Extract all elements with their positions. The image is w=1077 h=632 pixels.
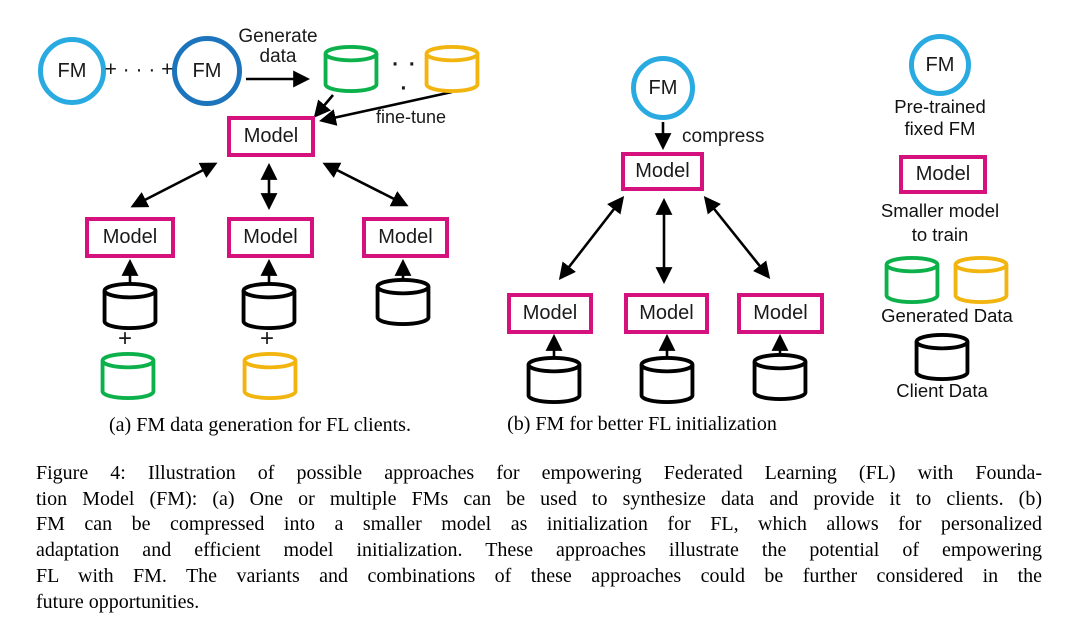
model-box-client-a2: Model — [227, 217, 314, 258]
client-data-cylinder-a3 — [375, 278, 431, 326]
model-box-server-b: Model — [621, 152, 704, 191]
figure-caption-line: future opportunities. — [36, 590, 200, 613]
legend-model-description-line2: to train — [911, 224, 969, 245]
figure-caption-line: adaptation and efficient model initializ… — [36, 539, 1042, 562]
legend-model-box: Model — [899, 155, 987, 194]
green-data-to-model-arrow — [313, 94, 334, 118]
compress-label: compress — [682, 126, 765, 147]
generated-data-cylinder-yellow-client — [242, 352, 298, 400]
plus-sign-client-a2: + — [259, 325, 274, 352]
server-client-link-a-left — [130, 162, 218, 208]
server-client-link-b-right — [703, 196, 771, 279]
fm-circle-b: FM — [631, 56, 695, 120]
legend-model-description-line1: Smaller model — [880, 200, 1000, 221]
legend-generated-data-label: Generated Data — [881, 305, 1013, 326]
panel-a-caption: (a) FM data generation for FL clients. — [109, 414, 411, 436]
fine-tune-label: fine-tune — [375, 107, 447, 127]
legend-fm-circle: FM — [909, 34, 971, 96]
legend-client-data-label: Client Data — [896, 380, 988, 401]
client-data-cylinder-b3 — [752, 353, 808, 401]
generate-data-label-line1: Generate — [238, 26, 318, 47]
client-data-cylinder-a1 — [102, 282, 158, 330]
client-data-cylinder-a2 — [241, 282, 297, 330]
server-client-link-a-right — [322, 162, 409, 207]
model-box-client-a1: Model — [85, 217, 175, 258]
generated-data-cylinder-yellow-a — [424, 45, 480, 93]
server-client-link-b-left — [558, 195, 625, 281]
cylinder-ellipsis: · · · — [392, 53, 418, 100]
generated-data-cylinder-green-client — [100, 352, 156, 400]
legend-green-cylinder — [884, 256, 940, 304]
model-box-client-b3: Model — [737, 293, 824, 334]
legend-black-cylinder — [914, 333, 970, 381]
plus-sign-client-a1: + — [117, 325, 132, 352]
figure-caption-line: FL with FM. The variants and combination… — [36, 564, 1042, 587]
generated-data-cylinder-green-a — [323, 45, 379, 93]
model-box-server-a: Model — [227, 116, 315, 157]
fine-tune-arrow — [319, 90, 453, 126]
diagram-graphics-layer — [100, 45, 1009, 404]
model-box-client-b2: Model — [624, 293, 709, 334]
generate-data-label-line2: data — [259, 46, 297, 67]
fm-circle-2: FM — [172, 36, 242, 106]
model-box-client-a3: Model — [362, 217, 449, 258]
legend-fm-description-line2: fixed FM — [904, 118, 976, 139]
panel-b-caption: (b) FM for better FL initialization — [507, 413, 777, 435]
figure-caption-line: FM can be compressed into a smaller mode… — [36, 513, 1042, 536]
model-box-client-b1: Model — [507, 293, 593, 334]
legend-fm-description-line1: Pre-trained — [894, 96, 986, 117]
fm-ensemble-plus-dots: + · · · + — [104, 58, 174, 81]
client-data-cylinder-b2 — [639, 356, 695, 404]
legend-model-description: Smaller model to train — [870, 199, 1010, 247]
figure-caption-line: tion Model (FM): (a) One or multiple FMs… — [36, 487, 1042, 510]
generate-data-label: Generate data — [237, 27, 319, 67]
legend-yellow-cylinder — [953, 256, 1009, 304]
figure-caption: Figure 4: Illustration of possible appro… — [36, 461, 1042, 615]
legend-fm-description: Pre-trained fixed FM — [875, 96, 1005, 140]
fm-circle-1: FM — [38, 37, 106, 105]
figure-caption-line: Figure 4: Illustration of possible appro… — [36, 462, 1042, 484]
client-data-cylinder-b1 — [526, 356, 582, 404]
